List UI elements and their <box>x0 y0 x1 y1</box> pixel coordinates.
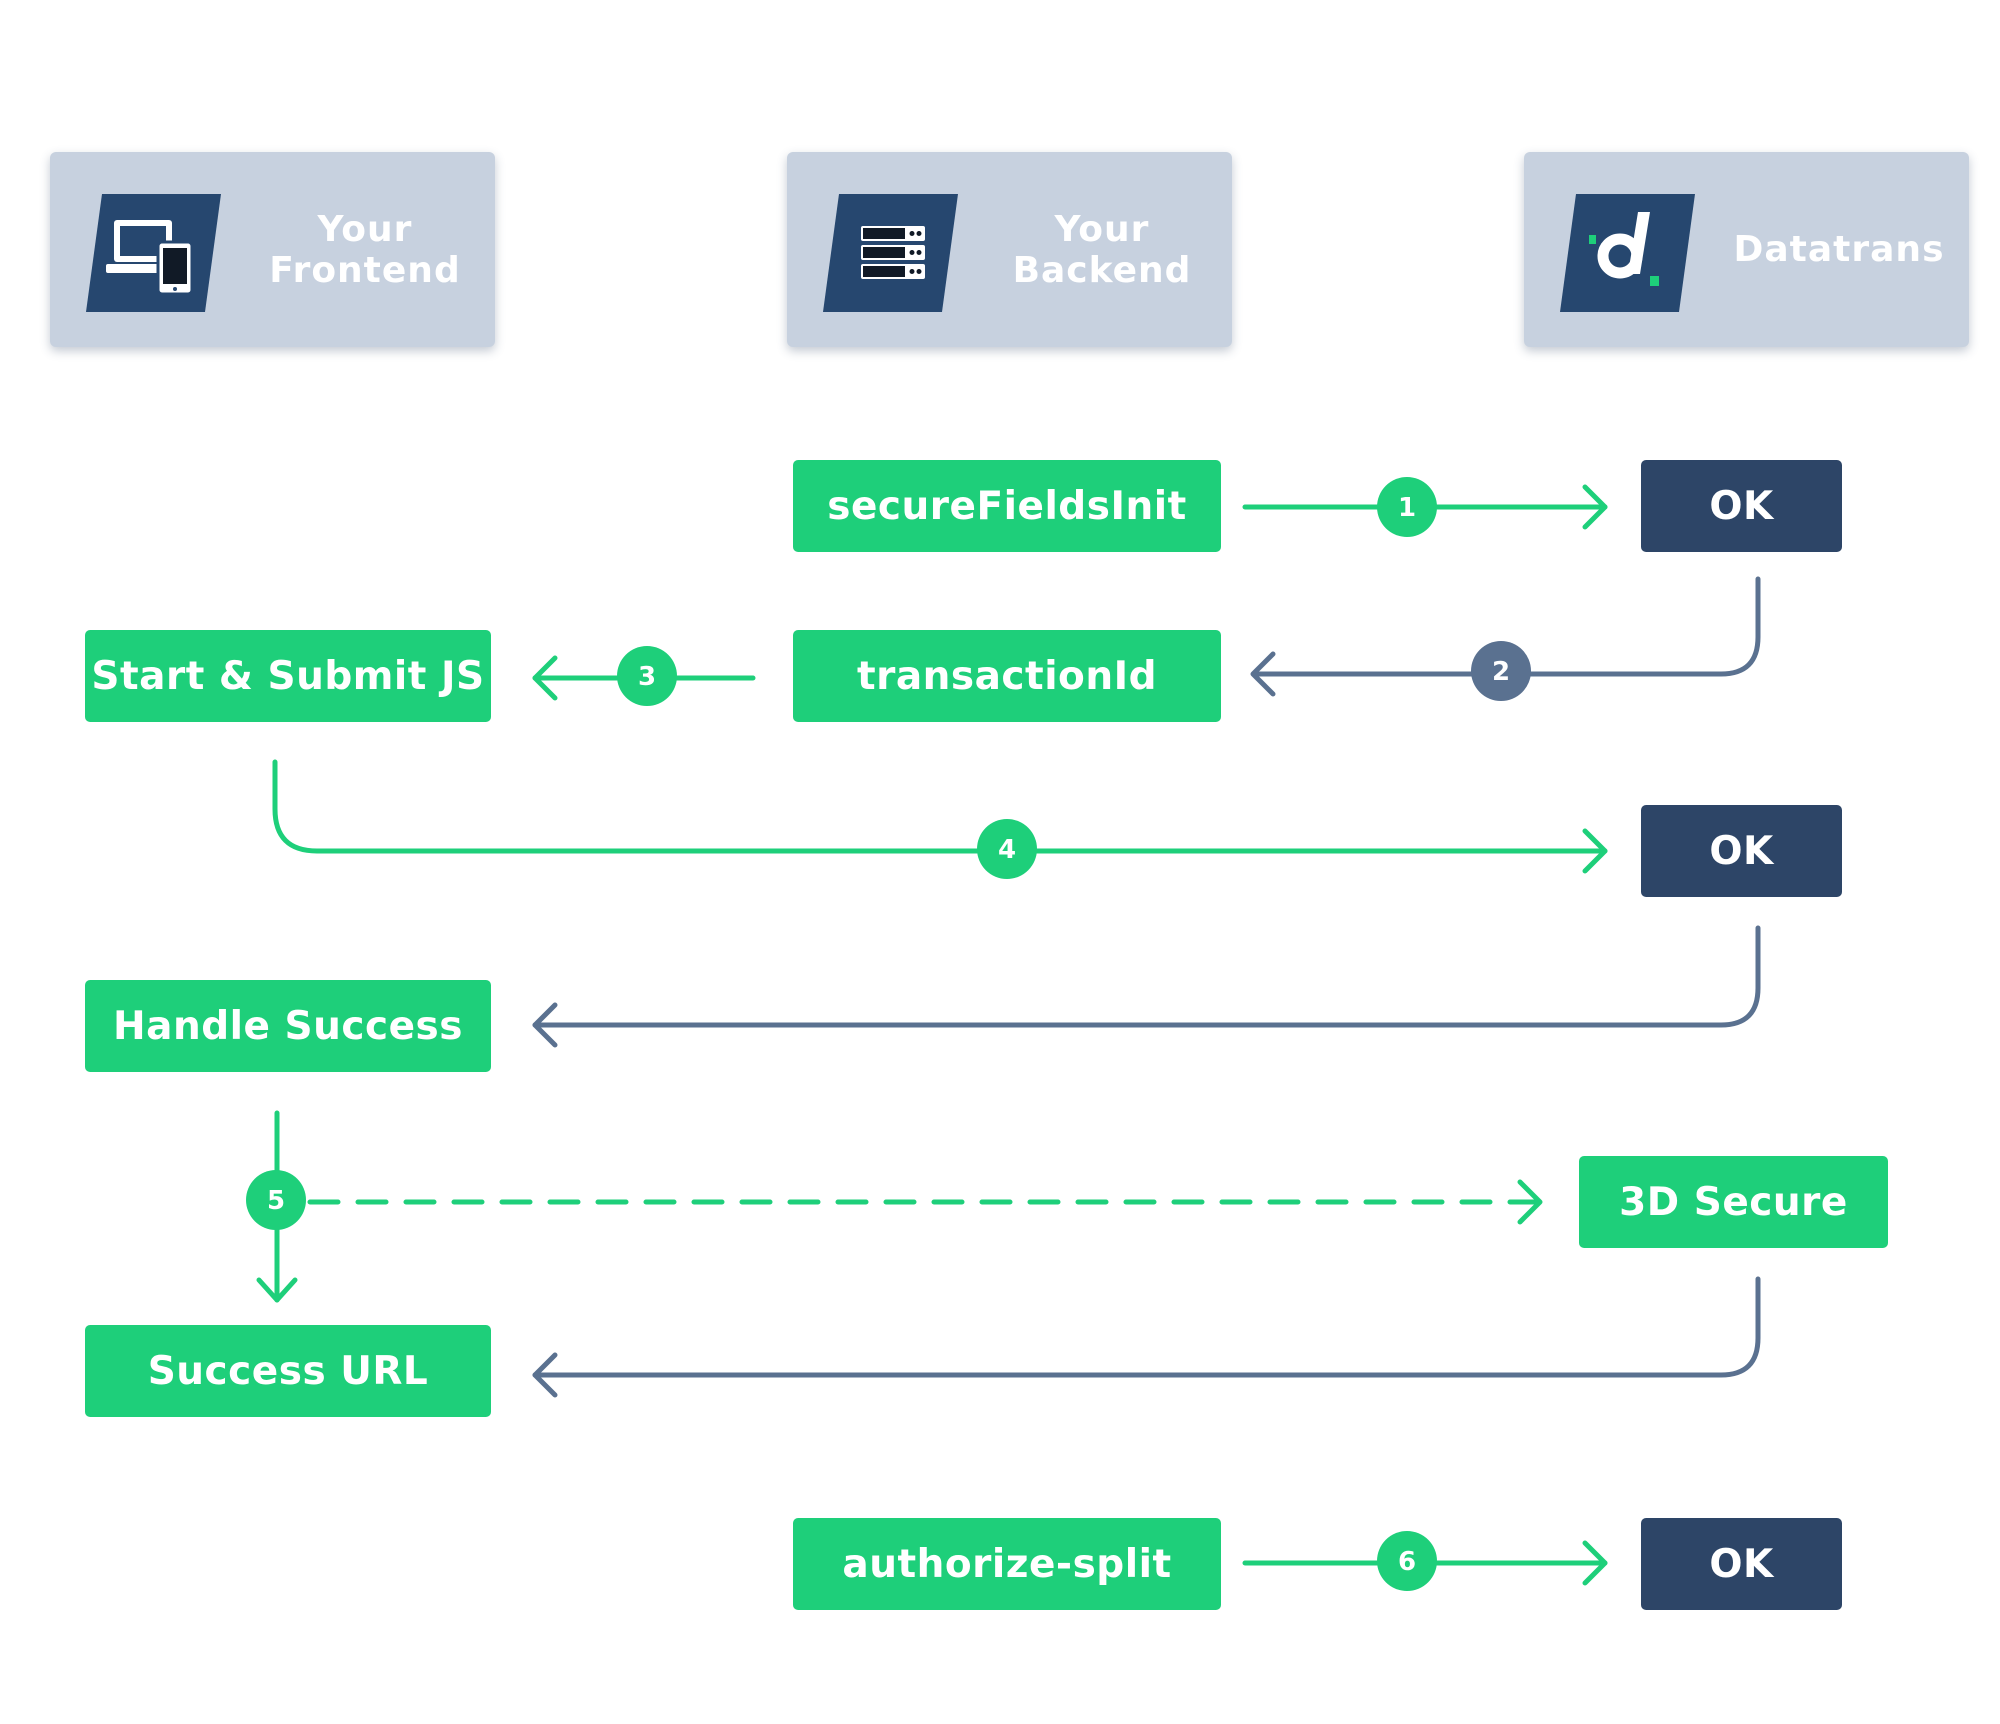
handle-success-box: Handle Success <box>85 980 491 1072</box>
three-d-secure-box: 3D Secure <box>1579 1156 1888 1248</box>
datatrans-logo-icon <box>1560 194 1695 312</box>
step-2-marker <box>1471 641 1531 701</box>
ok-box-2: OK <box>1641 805 1842 897</box>
frontend-column-header: Your Frontend <box>50 152 495 347</box>
start-submit-js-box: Start & Submit JS <box>85 630 491 722</box>
arrow-step-3-head <box>532 655 558 701</box>
step-6-marker <box>1377 1531 1437 1591</box>
devices-icon <box>86 194 221 312</box>
arrow-step-6-head <box>1582 1540 1608 1586</box>
arrow-return-handle-success <box>532 925 1761 1028</box>
step-4-marker <box>977 819 1037 879</box>
success-url-box: Success URL <box>85 1325 491 1417</box>
arrow-step-4-head <box>1582 828 1608 874</box>
arrow-step-5-down-head <box>256 1277 298 1303</box>
transaction-id-box: transactionId <box>793 630 1221 722</box>
secure-fields-init-box: secureFieldsInit <box>793 460 1221 552</box>
arrow-return-success-url-head <box>532 1352 558 1398</box>
frontend-column-label: Your Frontend <box>269 208 461 291</box>
datatrans-column-label: Datatrans <box>1733 229 1945 270</box>
step-5-label: 5 <box>267 1186 285 1216</box>
ok-box-1: OK <box>1641 460 1842 552</box>
backend-column-header: Your Backend <box>787 152 1232 347</box>
datatrans-column-header: Datatrans <box>1524 152 1969 347</box>
step-4-label: 4 <box>998 835 1016 865</box>
step-1-label: 1 <box>1398 493 1416 523</box>
arrow-step-1-head <box>1582 484 1608 530</box>
backend-column-label: Your Backend <box>1012 208 1192 291</box>
step-3-marker <box>617 646 677 706</box>
ok-box-3: OK <box>1641 1518 1842 1610</box>
authorize-split-box: authorize-split <box>793 1518 1221 1610</box>
server-icon <box>823 194 958 312</box>
arrow-return-success-url <box>532 1276 1761 1378</box>
step-1-marker <box>1377 477 1437 537</box>
arrow-step-2 <box>1252 576 1761 677</box>
arrow-return-handle-success-head <box>532 1002 558 1048</box>
step-5-marker <box>246 1170 306 1230</box>
step-6-label: 6 <box>1398 1547 1416 1577</box>
step-2-label: 2 <box>1492 657 1510 687</box>
arrow-step-2-head <box>1250 651 1276 697</box>
step-3-label: 3 <box>638 662 656 692</box>
arrow-step-5-dashed-head <box>1517 1179 1543 1225</box>
arrow-step-4 <box>272 759 1608 854</box>
